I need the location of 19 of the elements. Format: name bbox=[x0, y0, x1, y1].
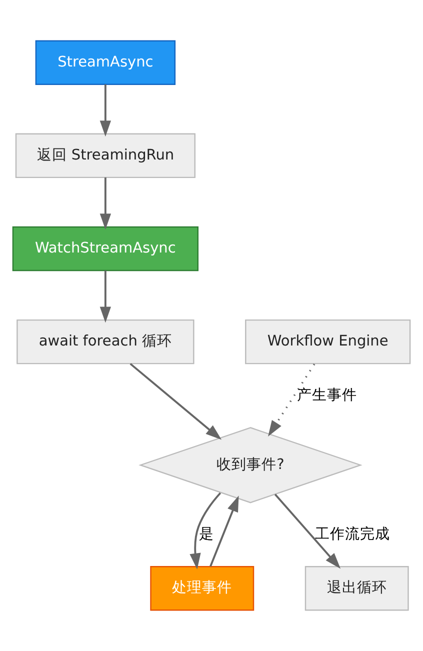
node-diamond: 收到事件? bbox=[138, 427, 362, 504]
arrow bbox=[130, 363, 222, 440]
arrow bbox=[210, 496, 239, 567]
node-box: 退出循环 bbox=[304, 566, 409, 611]
edge-label: 是 bbox=[198, 526, 214, 542]
arrow bbox=[100, 177, 112, 230]
node-box: await foreach 循环 bbox=[16, 319, 194, 364]
arrow bbox=[100, 84, 112, 137]
arrow bbox=[100, 270, 112, 323]
edge-label: 工作流完成 bbox=[315, 526, 390, 542]
node-box: StreamAsync bbox=[35, 40, 176, 85]
node-box: WatchStreamAsync bbox=[12, 226, 198, 272]
arrow bbox=[190, 492, 222, 570]
arrow bbox=[268, 364, 316, 436]
node-box: 返回 StreamingRun bbox=[15, 133, 196, 178]
edge-label: 产生事件 bbox=[297, 387, 358, 404]
node-box: 处理事件 bbox=[150, 566, 254, 611]
node-box: Workflow Engine bbox=[245, 319, 411, 364]
arrow bbox=[274, 494, 341, 569]
